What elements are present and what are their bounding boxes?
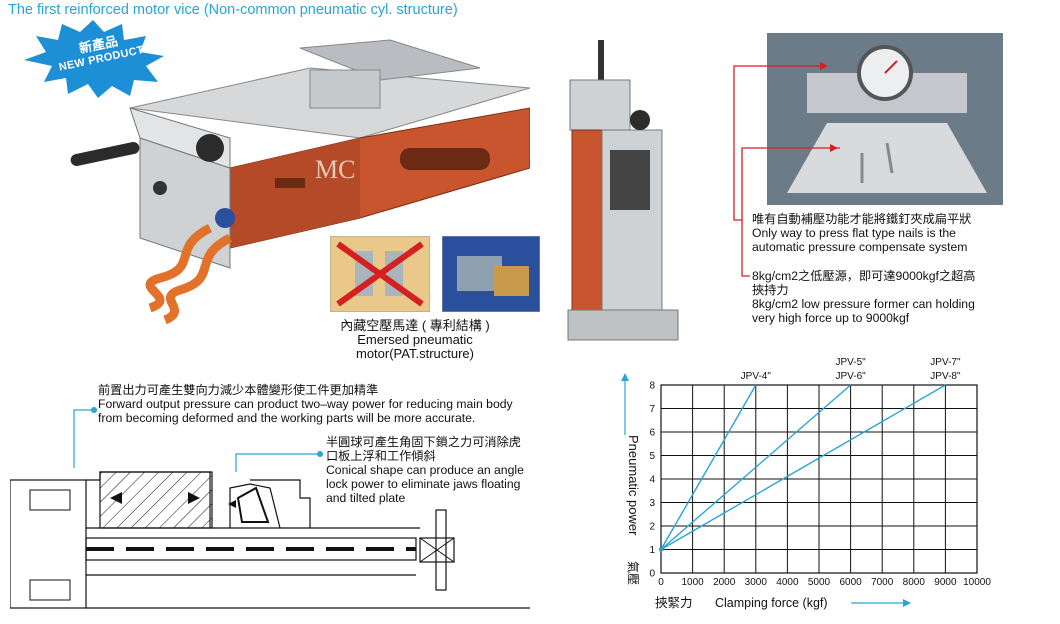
gauge-note-1-en1: Only way to press flat type nails is the xyxy=(752,226,956,240)
chart-x-tick-label: 1000 xyxy=(681,577,704,588)
chart-x-tick-label: 7000 xyxy=(871,577,894,588)
inset-caption-en1: Emersed pneumatic xyxy=(357,332,473,347)
gauge-note-1-en2: automatic pressure compensate system xyxy=(752,240,968,254)
chart-y-tick-label: 6 xyxy=(649,428,655,439)
gauge-note-2: 8kg/cm2之低壓源，即可達9000kgf之超高 挾持力 8kg/cm2 lo… xyxy=(752,269,976,325)
chart-y-tick-label: 0 xyxy=(649,569,655,580)
chart-y-tick-label: 2 xyxy=(649,522,655,533)
chart-series-label: JPV-4" xyxy=(741,371,772,382)
vice-marking: MC xyxy=(315,155,355,184)
chart-xlabel-zh: 挾緊力 xyxy=(655,596,693,610)
chart-series-line xyxy=(660,384,757,550)
chart-y-tick-label: 3 xyxy=(649,498,655,509)
gauge-note-2-zh2: 挾持力 xyxy=(752,283,789,297)
chart-y-tick-label: 4 xyxy=(649,475,655,486)
inset-caption-en2: motor(PAT.structure) xyxy=(356,346,474,361)
chart-series-point xyxy=(659,547,663,552)
vertical-vice-photo xyxy=(567,40,679,341)
chart-y-tick-label: 7 xyxy=(649,404,655,415)
vice-cross-section-drawing xyxy=(10,407,530,609)
chart-x-tick-label: 6000 xyxy=(839,577,862,588)
chart-series-label: JPV-8" xyxy=(930,371,961,382)
chart-x-tick-label: 4000 xyxy=(776,577,799,588)
chart-x-tick-label: 8000 xyxy=(903,577,926,588)
drawing-note-2: 半圓球可產生角固下鎖之力可消除虎 口板上浮和工作傾斜 Conical shape… xyxy=(326,435,524,505)
inset-caption-zh: 內藏空壓馬達 ( 專利結構 ) xyxy=(340,318,490,333)
drawing-note-2-en3: and tilted plate xyxy=(326,491,406,505)
chart-x-tick-label: 5000 xyxy=(808,577,831,588)
chart-y-ticks: 0 1 2 3 4 5 6 7 8 xyxy=(649,381,655,580)
chart-y-tick-label: 8 xyxy=(649,381,655,392)
chart-series-line xyxy=(660,384,946,551)
gauge-note-2-en1: 8kg/cm2 low pressure former can holding xyxy=(752,297,975,311)
chart-series xyxy=(659,384,946,552)
drawing-note-1-zh: 前置出力可產生雙向力減少本體變形使工件更加精準 xyxy=(98,383,379,397)
chart-ylabel: Pneumatic power xyxy=(626,435,641,536)
regulator-crossed-photo xyxy=(330,236,430,312)
pressure-gauge-photo xyxy=(767,33,1003,205)
chart-x-tick-label: 0 xyxy=(658,577,664,588)
chart-x-tick-label: 9000 xyxy=(934,577,957,588)
gauge-note-2-zh1: 8kg/cm2之低壓源，即可達9000kgf之超高 xyxy=(752,269,976,283)
drawing-note-1: 前置出力可產生雙向力減少本體變形使工件更加精準 Forward output p… xyxy=(98,383,513,425)
drawing-note-2-zh2: 口板上浮和工作傾斜 xyxy=(326,449,436,463)
motor-vice-photo: MC xyxy=(70,39,530,325)
gauge-note-1: 唯有自動補壓功能才能將鐵釘夾成扁平狀 Only way to press fla… xyxy=(752,212,971,254)
badge-starburst xyxy=(24,20,164,98)
gauge-note-1-zh: 唯有自動補壓功能才能將鐵釘夾成扁平狀 xyxy=(752,212,972,226)
chart-ylabel-zh: 氣壓 xyxy=(626,561,640,585)
chart-x-tick-label: 3000 xyxy=(745,577,768,588)
new-product-badge xyxy=(24,20,164,98)
chart-grid xyxy=(660,384,978,574)
gauge-pointer-lines xyxy=(733,62,840,277)
drawing-note-1-en2: from becoming deformed and the working p… xyxy=(98,411,476,425)
pneumatic-motor-photo xyxy=(442,236,540,312)
page-headline: The first reinforced motor vice (Non-com… xyxy=(8,2,458,18)
chart-xlabel: Clamping force (kgf) xyxy=(715,596,828,610)
chart-series-labels: JPV-4" JPV-5" JPV-6" JPV-7" JPV-8" xyxy=(741,357,961,382)
drawing-note-2-zh1: 半圓球可產生角固下鎖之力可消除虎 xyxy=(326,435,521,449)
chart-series-line xyxy=(660,384,852,551)
drawing-note-2-en2: lock power to eliminate jaws floating xyxy=(326,477,521,491)
chart-series-label: JPV-6" xyxy=(835,371,866,382)
chart-y-tick-label: 1 xyxy=(649,545,655,556)
gauge-note-2-en2: very high force up to 9000kgf xyxy=(752,311,910,325)
chart-x-tick-label: 10000 xyxy=(963,577,991,588)
drawing-note-2-en1: Conical shape can produce an angle xyxy=(326,463,524,477)
chart-series-label: JPV-7" xyxy=(930,357,961,368)
drawing-note-1-en1: Forward output pressure can product two–… xyxy=(98,397,513,411)
chart-x-ticks: 0 1000 2000 3000 4000 5000 6000 7000 8000 9000 100… xyxy=(658,577,991,588)
chart-x-tick-label: 2000 xyxy=(713,577,736,588)
chart-series-label: JPV-5" xyxy=(835,357,866,368)
chart-y-tick-label: 5 xyxy=(649,451,655,462)
inset-caption: 內藏空壓馬達 ( 專利結構 ) Emersed pneumatic motor(… xyxy=(310,319,520,361)
